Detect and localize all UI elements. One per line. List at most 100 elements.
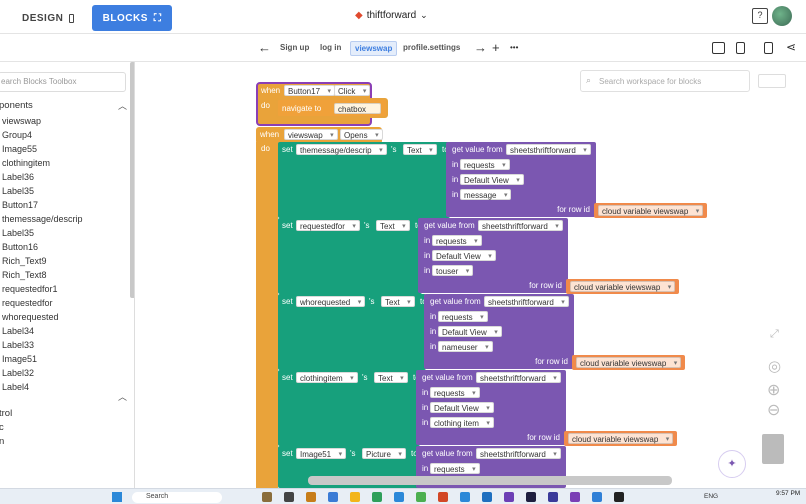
- sidebar-item[interactable]: Button16: [2, 242, 39, 252]
- back-arrow-icon[interactable]: ←: [258, 40, 271, 55]
- sidebar-item[interactable]: clothingitem: [2, 158, 51, 168]
- navigate-target[interactable]: chatbox: [334, 103, 382, 114]
- view-dropdown[interactable]: Default View: [438, 326, 502, 338]
- preview-icon[interactable]: [712, 42, 725, 54]
- workspace-horizontal-scrollbar[interactable]: [308, 476, 672, 485]
- component-dropdown[interactable]: Button17: [284, 85, 336, 97]
- cloud-variable-block[interactable]: cloud variable viewswap: [566, 279, 680, 294]
- tab-log-in[interactable]: log in: [320, 43, 342, 52]
- project-selector[interactable]: ◆ thiftforward ⌄: [355, 10, 428, 21]
- set-block[interactable]: set themessage/descrip'sTextto: [278, 142, 450, 218]
- set-block[interactable]: set whorequested'sTextto: [278, 294, 427, 370]
- event-dropdown[interactable]: Click: [334, 85, 371, 97]
- sheet-dropdown[interactable]: requests: [432, 235, 482, 247]
- chevron-up-icon[interactable]: ︿: [118, 101, 128, 111]
- get-value-block[interactable]: get value from sheetsthriftforward in re…: [446, 142, 596, 217]
- navigate-to-block[interactable]: navigate to chatbox: [276, 98, 388, 118]
- get-value-block[interactable]: get value from sheetsthriftforward in re…: [424, 294, 574, 369]
- view-dropdown[interactable]: Default View: [432, 250, 496, 262]
- taskbar-search[interactable]: Search: [132, 492, 222, 503]
- chevron-up-icon[interactable]: ︿: [118, 392, 128, 402]
- get-value-block[interactable]: get value from sheetsthriftforward in re…: [418, 218, 568, 293]
- taskbar-app-icon[interactable]: [328, 492, 338, 502]
- sidebar-item-control[interactable]: trol: [0, 408, 13, 419]
- property-dropdown[interactable]: Text: [403, 144, 437, 156]
- taskbar-app-icon[interactable]: [526, 492, 536, 502]
- taskbar-app-icon[interactable]: [438, 492, 448, 502]
- set-component-dropdown[interactable]: requestedfor: [296, 220, 360, 232]
- property-dropdown[interactable]: Text: [374, 372, 408, 384]
- sidebar-item[interactable]: whorequested: [2, 312, 59, 322]
- taskbar-app-icon[interactable]: [460, 492, 470, 502]
- taskbar-app-icon[interactable]: [284, 492, 294, 502]
- sidebar-item[interactable]: requestedfor: [2, 298, 53, 308]
- blocks-workspace[interactable]: Search workspace for blocks ⌕ when Butto…: [136, 62, 806, 488]
- taskbar-app-icon[interactable]: [372, 492, 382, 502]
- more-icon[interactable]: •••: [510, 43, 519, 52]
- set-block[interactable]: set requestedfor'sTextto: [278, 218, 422, 294]
- sidebar-item[interactable]: Group4: [2, 130, 33, 140]
- column-dropdown[interactable]: nameuser: [438, 341, 493, 353]
- set-component-dropdown[interactable]: whorequested: [296, 296, 366, 308]
- source-dropdown[interactable]: sheetsthriftforward: [484, 296, 569, 308]
- sidebar-item[interactable]: Label35: [2, 228, 35, 238]
- view-dropdown[interactable]: Default View: [430, 402, 494, 414]
- fullscreen-icon[interactable]: ⤢: [770, 328, 779, 340]
- tab-sign-up[interactable]: Sign up: [280, 43, 310, 52]
- set-component-dropdown[interactable]: Image51: [296, 448, 347, 460]
- zoom-in-icon[interactable]: ⊕: [767, 382, 781, 399]
- set-block[interactable]: set clothingitem'sTextto: [278, 370, 420, 446]
- sidebar-item[interactable]: themessage/descrip: [2, 214, 83, 224]
- sidebar-item[interactable]: viewswap: [2, 116, 42, 126]
- keyboard-toggle[interactable]: [758, 74, 786, 88]
- sidebar-item[interactable]: requestedfor1: [2, 284, 58, 294]
- event-dropdown[interactable]: Opens: [340, 129, 383, 141]
- device-icon[interactable]: [736, 42, 745, 54]
- share-icon[interactable]: ⋖: [786, 40, 797, 54]
- sidebar-item[interactable]: Label34: [2, 326, 35, 336]
- variable-dropdown[interactable]: cloud variable viewswap: [598, 205, 704, 217]
- sidebar-item[interactable]: Image55: [2, 144, 38, 154]
- sidebar-item[interactable]: Rich_Text8: [2, 270, 47, 280]
- event-block-viewswap-opens[interactable]: when viewswap Opens: [256, 127, 383, 144]
- design-mode-button[interactable]: DESIGN: [10, 5, 86, 31]
- get-value-block[interactable]: get value from sheetsthriftforward in re…: [416, 370, 566, 445]
- view-dropdown[interactable]: Default View: [460, 174, 524, 186]
- help-icon[interactable]: ?: [752, 8, 768, 24]
- taskbar-app-icon[interactable]: [394, 492, 404, 502]
- trash-icon[interactable]: [762, 434, 784, 464]
- add-screen-icon[interactable]: +: [492, 40, 500, 55]
- column-dropdown[interactable]: message: [460, 189, 512, 201]
- sidebar-item[interactable]: Image51: [2, 354, 38, 364]
- cloud-variable-block[interactable]: cloud variable viewswap: [564, 431, 678, 446]
- source-dropdown[interactable]: sheetsthriftforward: [476, 372, 561, 384]
- sidebar-item[interactable]: Label36: [2, 172, 35, 182]
- source-dropdown[interactable]: sheetsthriftforward: [478, 220, 563, 232]
- sheet-dropdown[interactable]: requests: [430, 387, 480, 399]
- variable-dropdown[interactable]: cloud variable viewswap: [568, 433, 674, 445]
- column-dropdown[interactable]: touser: [432, 265, 474, 277]
- set-component-dropdown[interactable]: clothingitem: [296, 372, 358, 384]
- sidebar-item[interactable]: Label35: [2, 186, 35, 196]
- property-dropdown[interactable]: Text: [381, 296, 415, 308]
- sheet-dropdown[interactable]: requests: [438, 311, 488, 323]
- source-dropdown[interactable]: sheetsthriftforward: [476, 448, 561, 460]
- sidebar-scrollbar[interactable]: [130, 62, 134, 298]
- taskbar-app-icon[interactable]: [416, 492, 426, 502]
- cloud-variable-block[interactable]: cloud variable viewswap: [572, 355, 686, 370]
- variable-dropdown[interactable]: cloud variable viewswap: [576, 357, 682, 369]
- tab-viewswap[interactable]: viewswap: [350, 41, 398, 56]
- taskbar-clock[interactable]: 9:57 PM: [776, 490, 801, 497]
- taskbar-app-icon[interactable]: [482, 492, 492, 502]
- blocks-mode-button[interactable]: BLOCKS ⛶: [92, 5, 172, 31]
- tab-profile-settings[interactable]: profile.settings: [403, 43, 461, 52]
- forward-arrow-icon[interactable]: →: [474, 40, 487, 55]
- cloud-variable-block[interactable]: cloud variable viewswap: [594, 203, 708, 218]
- ai-assistant-icon[interactable]: ✦: [718, 450, 746, 478]
- sidebar-item[interactable]: Label4: [2, 382, 30, 392]
- sidebar-item-math[interactable]: n: [0, 436, 4, 447]
- property-dropdown[interactable]: Text: [376, 220, 410, 232]
- sidebar-item-logic[interactable]: c: [0, 422, 4, 433]
- sidebar-item[interactable]: Rich_Text9: [2, 256, 47, 266]
- source-dropdown[interactable]: sheetsthriftforward: [506, 144, 591, 156]
